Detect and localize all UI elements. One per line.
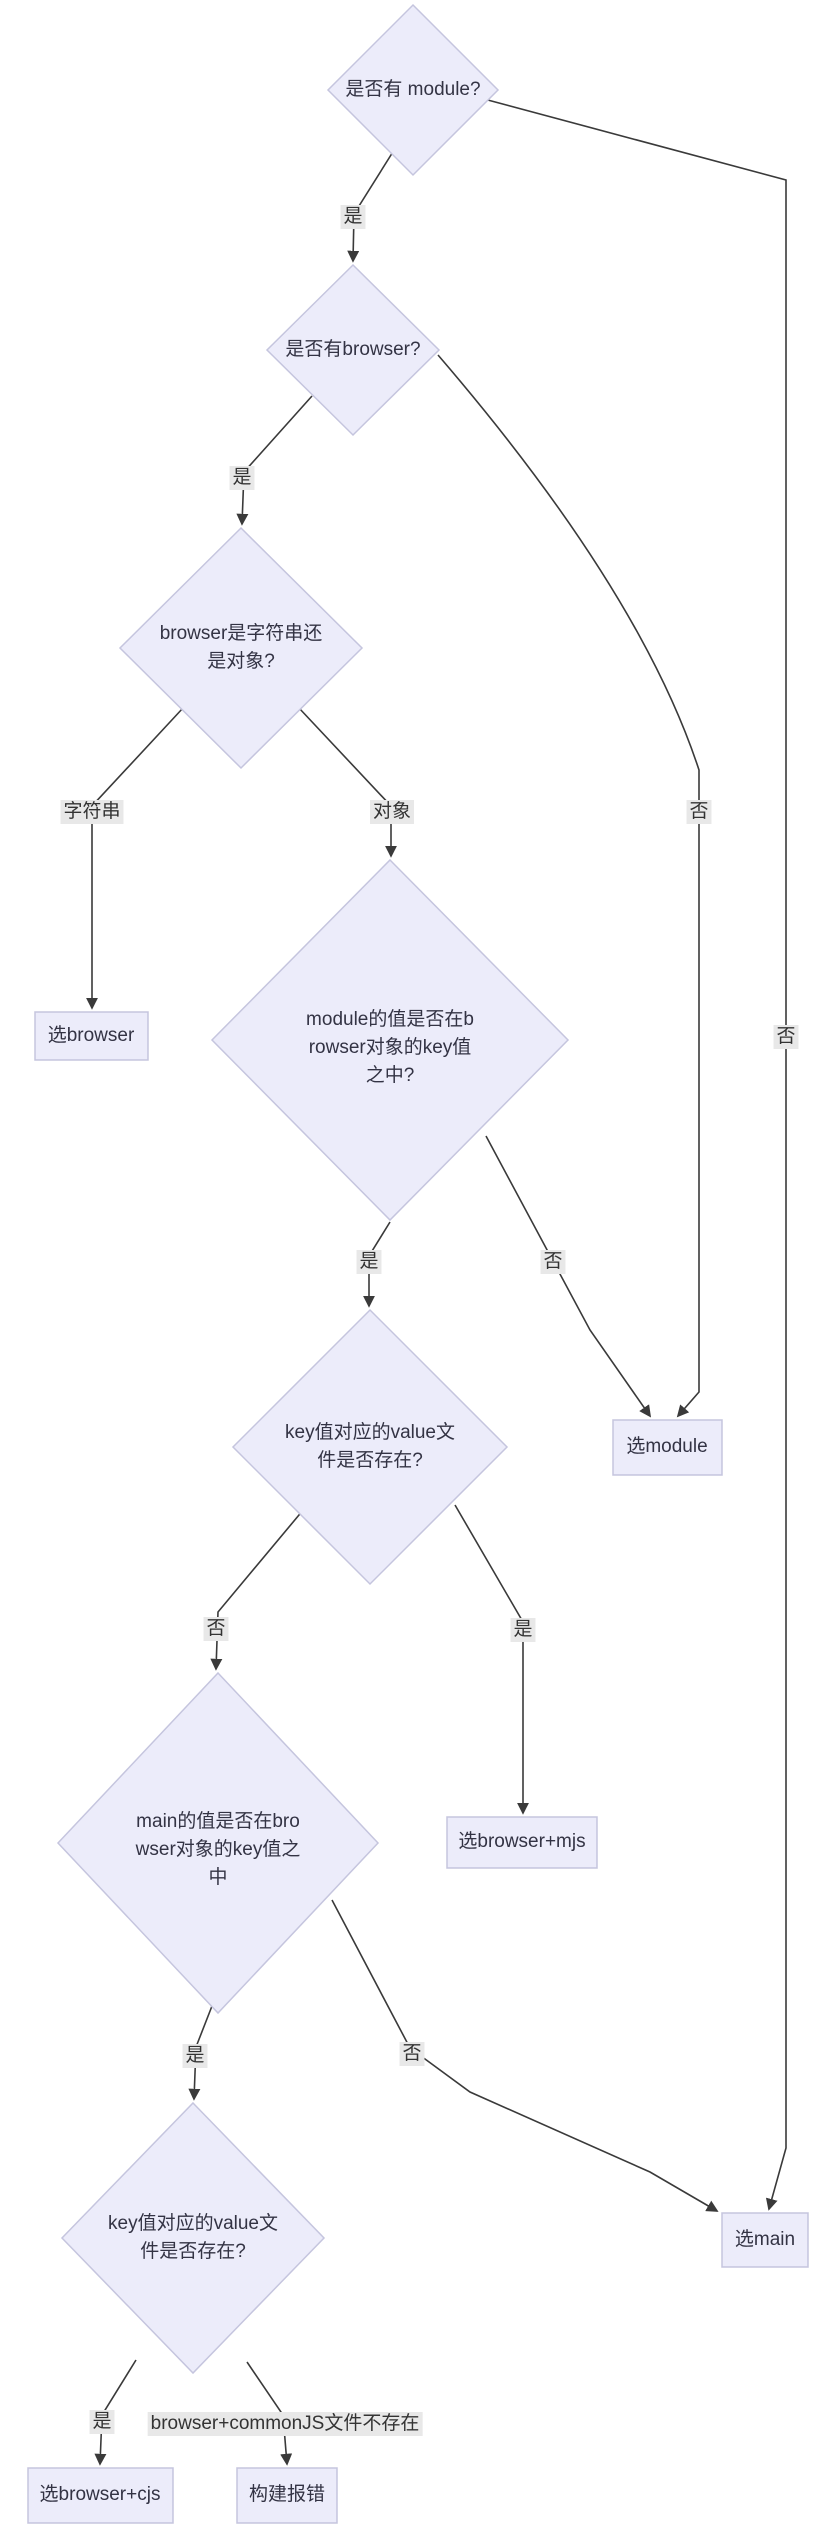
result-choose-main-label: 选main [734, 2229, 796, 2250]
edge-label-d3-object: 对象 [369, 800, 415, 824]
edge-label-d1-yes: 是 [340, 205, 366, 229]
edge-d3-string-browser [86, 707, 184, 1010]
decision-browser-string-or-object-label: browser是字符串还是对象? [159, 623, 323, 672]
edge-d2-yes-d3 [236, 395, 313, 526]
edge-label-d6-yes: 是 [182, 2044, 208, 2068]
edge-label-d7-yes: 是 [89, 2410, 115, 2434]
decision-main-in-browser-keys-label: main的值是否在browser对象的key值之中 [135, 1811, 301, 1888]
edge-label-d3-string: 字符串 [60, 800, 124, 824]
edge-d1-no-main [483, 98, 787, 2211]
decision-key-value-file-exists-1-label: key值对应的value文件是否存在? [285, 1422, 455, 1471]
result-build-error-label: 构建报错 [248, 2484, 325, 2505]
decision-key-value-file-exists-2-label: key值对应的value文件是否存在? [108, 2213, 278, 2262]
result-build-error [236, 2467, 338, 2524]
decision-key-value-file-exists-1 [231, 1308, 509, 1586]
decision-has-module-label: 是否有 module? [345, 79, 481, 100]
edge-label-d5-yes: 是 [510, 1618, 536, 1642]
result-choose-main [721, 2212, 809, 2268]
edge-d1-yes-d2 [347, 146, 397, 263]
edge-d4-no-module [485, 1135, 652, 1418]
result-choose-browser [34, 1011, 149, 1061]
result-choose-browser-cjs [27, 2467, 174, 2524]
result-choose-module-label: 选module [626, 1436, 708, 1457]
edge-label-d6-no: 否 [399, 2042, 425, 2066]
decision-browser-string-or-object [118, 526, 364, 770]
edge-label-d4-yes: 是 [356, 1250, 382, 1274]
edge-d3-object-d4 [298, 707, 397, 858]
edge-d2-no-module [437, 354, 700, 1418]
decision-key-value-file-exists-2 [60, 2101, 326, 2375]
result-choose-browser-label: 选browser [47, 1025, 135, 1046]
edge-label-d2-yes: 是 [229, 466, 255, 490]
edge-label-d1-no: 否 [773, 1025, 799, 1049]
decision-module-in-browser-keys-label: module的值是否在browser对象的key值之中? [306, 1009, 474, 1086]
edge-d6-no-main [331, 1899, 719, 2212]
result-choose-module [612, 1419, 723, 1476]
result-choose-browser-cjs-label: 选browser+cjs [39, 2484, 161, 2505]
edge-label-d7-file-missing: browser+commonJS文件不存在 [147, 2412, 423, 2436]
edge-label-d2-no: 否 [686, 800, 712, 824]
decision-has-browser-label: 是否有browser? [285, 339, 421, 360]
result-choose-browser-mjs-label: 选browser+mjs [458, 1831, 586, 1852]
decision-has-browser [265, 263, 441, 437]
decision-module-in-browser-keys [210, 858, 570, 1222]
edge-label-d5-no: 否 [203, 1617, 229, 1641]
decision-has-module [326, 3, 500, 177]
edge-label-d4-no: 否 [540, 1250, 566, 1274]
decision-main-in-browser-keys [56, 1671, 380, 2015]
result-choose-browser-mjs [446, 1816, 598, 1869]
edge-d5-no-d6 [210, 1502, 310, 1671]
edge-d5-yes-mjs [454, 1504, 529, 1815]
